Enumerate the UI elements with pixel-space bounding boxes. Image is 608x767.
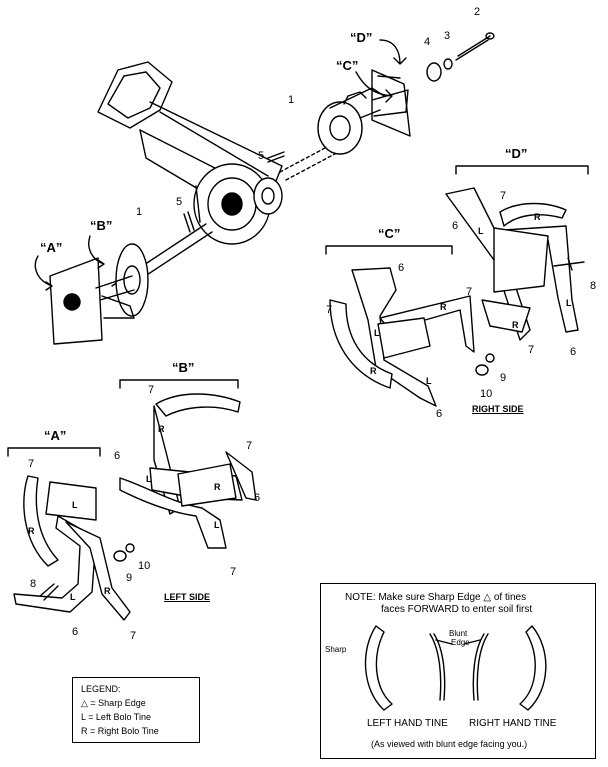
callout-1-left: 1 xyxy=(136,206,143,218)
tine-letter-r: R xyxy=(512,320,519,330)
group-label-c-top: “C” xyxy=(336,58,359,73)
tine-letter-l: L xyxy=(566,298,572,308)
tine-letter-r: R xyxy=(104,586,111,596)
callout-2: 2 xyxy=(474,6,481,18)
callout-7-c2: 7 xyxy=(466,286,473,298)
callout-10-right: 10 xyxy=(480,388,493,400)
tine-letter-l: L xyxy=(426,376,432,386)
group-label-d-top: “D” xyxy=(350,30,373,45)
note-sharp-label: Sharp xyxy=(325,645,347,654)
bolt-5-mid xyxy=(183,211,195,233)
hub-right xyxy=(317,69,411,155)
note-line-1: NOTE: Make sure Sharp Edge △ of tines xyxy=(345,592,527,603)
arrow-d xyxy=(379,39,407,65)
tine-set-left xyxy=(13,393,257,621)
note-footer: (As viewed with blunt edge facing you.) xyxy=(371,739,528,749)
bracket-c xyxy=(325,245,453,255)
callout-7-a2: 7 xyxy=(130,630,137,642)
arrow-a xyxy=(34,255,53,291)
callout-5-top: 5 xyxy=(258,150,265,162)
callout-7-c: 7 xyxy=(326,304,333,316)
tine-letter-r: R xyxy=(158,424,165,434)
arrow-b xyxy=(88,235,105,269)
callout-6-b2: 6 xyxy=(254,492,261,504)
right-side-label: RIGHT SIDE xyxy=(472,404,524,414)
legend-title: LEGEND: xyxy=(81,684,121,694)
group-label-b-top: “B” xyxy=(90,218,113,233)
hub-left xyxy=(49,243,149,345)
callout-8-right: 8 xyxy=(590,280,597,292)
note-blunt-label-1: Blunt xyxy=(449,629,468,638)
callout-7-d: 7 xyxy=(500,190,507,202)
group-label-b: “B” xyxy=(172,360,195,375)
legend-sharp-edge: △ = Sharp Edge xyxy=(81,698,146,708)
note-tine-drawings xyxy=(364,625,547,711)
group-label-d: “D” xyxy=(505,146,528,161)
note-left-hand-tine: LEFT HAND TINE xyxy=(367,718,448,729)
note-right-hand-tine: RIGHT HAND TINE xyxy=(469,718,557,729)
note-line-2: faces FORWARD to enter soil first xyxy=(381,604,533,615)
tine-letter-r: R xyxy=(440,302,447,312)
tine-letter-r: R xyxy=(370,366,377,376)
tine-letter-l: L xyxy=(478,226,484,236)
transmission-housing xyxy=(97,61,283,245)
bracket-b xyxy=(119,379,239,389)
group-label-a: “A” xyxy=(44,428,67,443)
legend-box: LEGEND: △ = Sharp Edge L = Left Bolo Tin… xyxy=(72,677,200,743)
callout-7-b2: 7 xyxy=(230,566,237,578)
callout-7-b3: 7 xyxy=(246,440,253,452)
callout-8-left: 8 xyxy=(30,578,37,590)
tine-letter-l: L xyxy=(214,520,220,530)
callout-7-b: 7 xyxy=(148,384,155,396)
tine-letter-r: R xyxy=(214,482,221,492)
callout-9-left: 9 xyxy=(126,572,133,584)
tine-letter-l: L xyxy=(70,592,76,602)
callout-6-c2: 6 xyxy=(436,408,443,420)
callout-7-a: 7 xyxy=(28,458,35,470)
bolt-5-top xyxy=(267,151,285,163)
tine-letter-r: R xyxy=(28,526,35,536)
callout-1-right: 1 xyxy=(288,94,295,106)
bracket-a xyxy=(7,447,101,457)
callout-9-right: 9 xyxy=(500,372,507,384)
left-side-label: LEFT SIDE xyxy=(164,592,211,602)
callout-6-a: 6 xyxy=(72,626,79,638)
callout-6-d: 6 xyxy=(452,220,459,232)
callout-4: 4 xyxy=(424,36,431,48)
arrow-c xyxy=(355,71,393,103)
callout-6-b: 6 xyxy=(114,450,121,462)
callout-5-mid: 5 xyxy=(176,196,183,208)
callout-10-left: 10 xyxy=(138,560,151,572)
hardware-stack xyxy=(426,32,495,82)
legend-left-bolo: L = Left Bolo Tine xyxy=(81,712,151,722)
legend-right-bolo: R = Right Bolo Tine xyxy=(81,726,159,736)
note-blunt-label-2: Edge xyxy=(451,638,470,647)
tine-letter-l: L xyxy=(146,474,152,484)
tine-letter-r: R xyxy=(534,212,541,222)
group-label-a-top: “A” xyxy=(40,240,63,255)
tine-letter-l: L xyxy=(374,328,380,338)
bracket-d xyxy=(455,165,589,175)
callout-6-d2: 6 xyxy=(570,346,577,358)
callout-6-c: 6 xyxy=(398,262,405,274)
callout-7-d2: 7 xyxy=(528,344,535,356)
callout-3: 3 xyxy=(444,30,451,42)
note-box: NOTE: Make sure Sharp Edge △ of tines fa… xyxy=(320,583,596,759)
tine-set-right xyxy=(329,187,585,407)
tine-letter-l: L xyxy=(72,500,78,510)
group-label-c: “C” xyxy=(378,226,401,241)
